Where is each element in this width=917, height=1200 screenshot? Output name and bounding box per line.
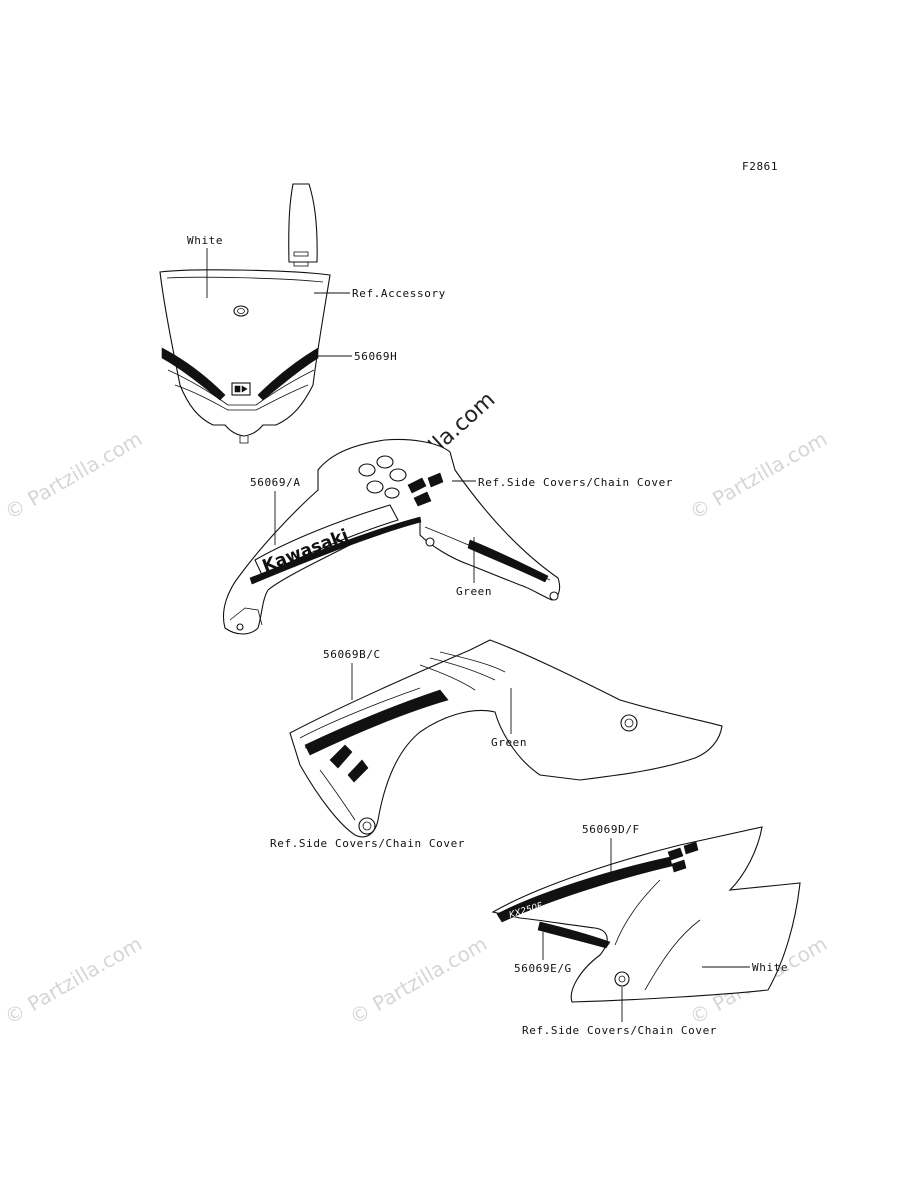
watermark: © Partzilla.com [346,931,492,1029]
label-ref-accessory: Ref.Accessory [352,287,446,300]
label-green-2: Green [491,736,527,749]
watermark: © Partzilla.com [1,426,147,524]
label-white-bottom: White [752,961,788,974]
side-plate-decal: KX250F [491,826,801,1003]
label-ref-side-2: Ref.Side Covers/Chain Cover [270,837,465,850]
radiator-shroud-decal: Kawasaki [222,439,561,635]
label-white-top: White [187,234,223,247]
label-56069h: 56069H [354,350,397,363]
label-56069bc: 56069B/C [323,648,381,661]
label-56069a: 56069/A [250,476,301,489]
watermark: © Partzilla.com [1,931,147,1029]
label-ref-side-3: Ref.Side Covers/Chain Cover [522,1024,717,1037]
label-ref-side-1: Ref.Side Covers/Chain Cover [478,476,673,489]
number-plate [159,183,331,444]
label-56069df: 56069D/F [582,823,640,836]
label-green-1: Green [456,585,492,598]
label-56069eg: 56069E/G [514,962,572,975]
figure-code: F2861 [742,160,778,173]
tank-cover-decal [289,639,723,838]
watermark: © Partzilla.com [686,426,832,524]
